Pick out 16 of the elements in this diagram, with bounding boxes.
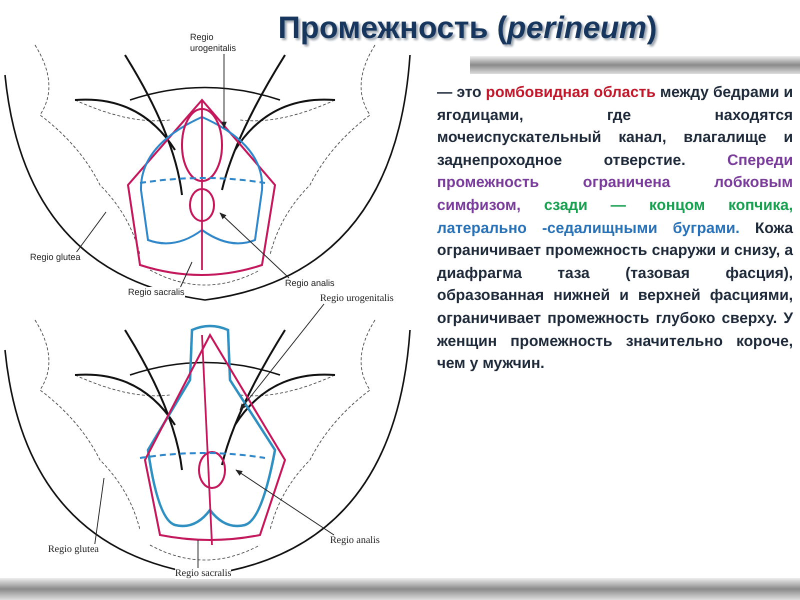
region-label: Regio sacralis xyxy=(175,568,232,579)
region-label: Regio glutea xyxy=(30,252,81,263)
description-paragraph: — это ромбовидная область между бедрами и ягодицами, где находятся мочеиспускательный канал, влагалище и заднепроходное отверстие. Спереди промежность ограничена лобковым симфизом, сзади — концом копчика, латерально -седалищными буграми. Кожа ограничивает промежность снаружи и снизу, а диафрагма таза (тазовая фасция), образованная нижней и верхней фасциями, ограничивает промежность глубоко сверху. У женщин промежность значительно короче, чем у мужчин. xyxy=(437,83,793,374)
region-label: Regio analis xyxy=(330,535,380,546)
region-label: Regio urogenitalis xyxy=(320,293,394,304)
region-label: Regio sacralis xyxy=(128,287,185,298)
leader-line xyxy=(180,262,192,288)
leader-line xyxy=(235,470,334,536)
slide-title: Промежность (perineum) xyxy=(278,10,658,46)
leader-line xyxy=(240,304,324,411)
leader-line xyxy=(220,212,290,278)
leader-line xyxy=(221,54,227,129)
leader-line xyxy=(94,478,104,544)
region-label: Regio glutea xyxy=(48,544,99,555)
leader-line xyxy=(76,212,106,252)
region-label: Regio analis xyxy=(285,278,335,289)
